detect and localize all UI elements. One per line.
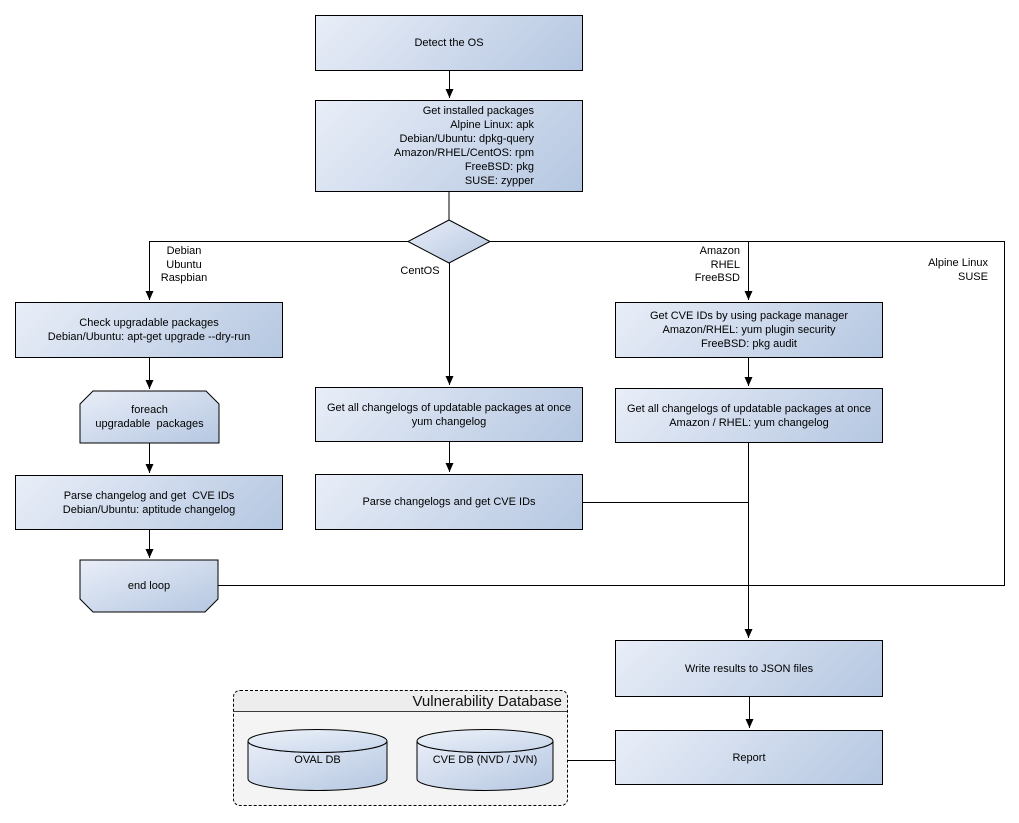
node-detect-os: Detect the OS	[315, 15, 583, 71]
node-line: Get all changelogs of updatable packages…	[326, 401, 571, 414]
node-line: Parse changelogs and get CVE IDs	[362, 496, 536, 508]
branch-label-line: Amazon	[699, 245, 740, 257]
vulnerability-database-title: Vulnerability Database	[234, 691, 567, 712]
branch-label-line: Debian	[166, 245, 202, 257]
decision-diamond	[406, 219, 492, 264]
node-line: foreach	[131, 404, 168, 416]
node-line: Get installed packages	[422, 105, 534, 117]
branch-label-amazon: Amazon RHEL FreeBSD	[658, 245, 740, 286]
branch-label-line: Alpine Linux	[928, 257, 988, 269]
node-line: Amazon/RHEL: yum plugin security	[662, 324, 836, 336]
node-line: Debian/Ubuntu: apt-get upgrade --dry-run	[47, 331, 251, 343]
oval-db-label: OVAL DB	[294, 754, 341, 766]
node-line: Debian/Ubuntu: aptitude changelog	[62, 503, 236, 516]
node-line: Parse changelog and get CVE IDs	[63, 489, 235, 502]
node-parse-changelog-debian: Parse changelog and get CVE IDs Debian/U…	[15, 475, 283, 530]
node-line: Amazon / RHEL: yum changelog	[669, 416, 829, 429]
node-line: Get CVE IDs by using package manager	[649, 310, 849, 322]
node-get-cve-ids-package-manager: Get CVE IDs by using package manager Ama…	[615, 302, 883, 358]
branch-label-line: Ubuntu	[166, 258, 202, 271]
branch-label-line: SUSE	[958, 271, 988, 283]
node-line: FreeBSD: pkg	[464, 161, 534, 173]
node-line: yum changelog	[411, 415, 487, 428]
node-end-loop: end loop	[80, 560, 218, 612]
node-line: Write results to JSON files	[684, 662, 814, 675]
node-line: FreeBSD: pkg audit	[701, 338, 797, 350]
branch-label-line: Raspbian	[160, 272, 208, 284]
branch-label-centos: CentOS	[395, 265, 445, 279]
node-line: Amazon/RHEL/CentOS: rpm	[394, 147, 534, 159]
branch-label-line: RHEL	[710, 258, 740, 271]
vulnerability-database-container: Vulnerability Database	[233, 690, 568, 806]
branch-label-debian: Debian Ubuntu Raspbian	[152, 245, 216, 286]
node-parse-changelogs-centos: Parse changelogs and get CVE IDs	[315, 474, 583, 530]
node-check-upgradable-packages: Check upgradable packages Debian/Ubuntu:…	[15, 302, 283, 358]
node-line: Detect the OS	[414, 37, 484, 49]
node-line: Get all changelogs of updatable packages…	[626, 402, 871, 415]
node-report: Report	[615, 730, 883, 785]
branch-label-line: CentOS	[400, 265, 440, 277]
node-line: end loop	[127, 580, 171, 592]
node-line: Debian/Ubuntu: dpkg-query	[399, 133, 534, 145]
cve-db-label: CVE DB (NVD / JVN)	[432, 754, 538, 766]
node-get-changelogs-centos: Get all changelogs of updatable packages…	[315, 387, 583, 442]
branch-label-line: FreeBSD	[694, 272, 740, 284]
node-line: Check upgradable packages	[79, 317, 219, 329]
node-get-installed-packages: Get installed packages Alpine Linux: apk…	[315, 100, 583, 192]
node-foreach-loop: foreach upgradable packages	[80, 391, 219, 443]
node-line: SUSE: zypper	[464, 175, 534, 187]
node-line: Report	[732, 751, 766, 764]
branch-label-alpine-suse: Alpine Linux SUSE	[888, 256, 988, 284]
node-line: upgradable packages	[95, 418, 204, 430]
node-line: Alpine Linux: apk	[450, 119, 534, 131]
node-write-results-json: Write results to JSON files	[615, 640, 883, 697]
node-get-changelogs-amazon: Get all changelogs of updatable packages…	[615, 388, 883, 443]
